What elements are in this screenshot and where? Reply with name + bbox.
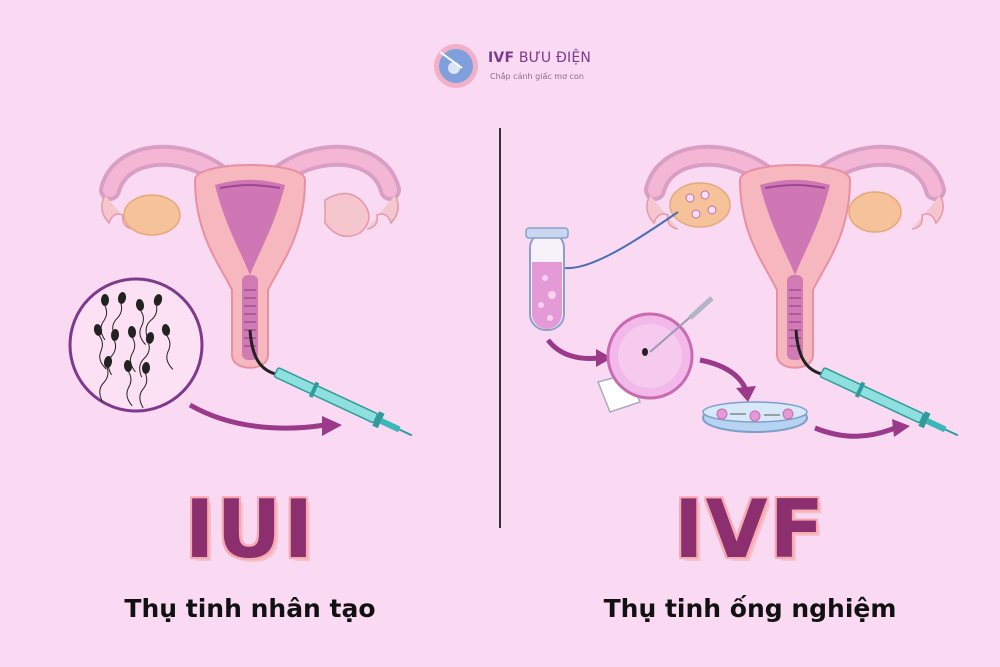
ivf-subtitle: Thụ tinh ống nghiệm <box>603 594 897 623</box>
ivf-title: IVF <box>673 483 827 576</box>
ivf-arrow-2 <box>699 357 749 392</box>
center-divider <box>499 128 501 528</box>
ivf-ovary-icon <box>669 182 731 228</box>
logo-emblem-icon <box>434 44 478 88</box>
petri-dish-icon <box>702 401 808 433</box>
iui-arrow <box>188 402 326 431</box>
iui-uterus <box>102 156 398 368</box>
aspiration-line <box>564 211 679 270</box>
iui-syringe-icon <box>273 367 413 437</box>
brand-name-rest: BƯU ĐIỆN <box>514 50 592 66</box>
ivf-arrow-3 <box>814 425 896 439</box>
brand-logo: IVF BƯU ĐIỆN Chắp cánh giấc mơ con <box>432 40 592 96</box>
ivf-uterus <box>647 156 943 368</box>
iui-subtitle: Thụ tinh nhân tạo <box>124 594 376 623</box>
sperm-sample-icon <box>68 277 204 413</box>
ivf-syringe-icon <box>819 367 959 437</box>
brand-name: IVF BƯU ĐIỆN <box>488 50 591 66</box>
test-tube-icon <box>525 227 569 331</box>
brand-name-bold: IVF <box>488 50 515 66</box>
ivf-arrow-1 <box>546 338 599 361</box>
brand-tagline: Chắp cánh giấc mơ con <box>490 72 584 81</box>
iui-title: IUI <box>184 483 316 576</box>
